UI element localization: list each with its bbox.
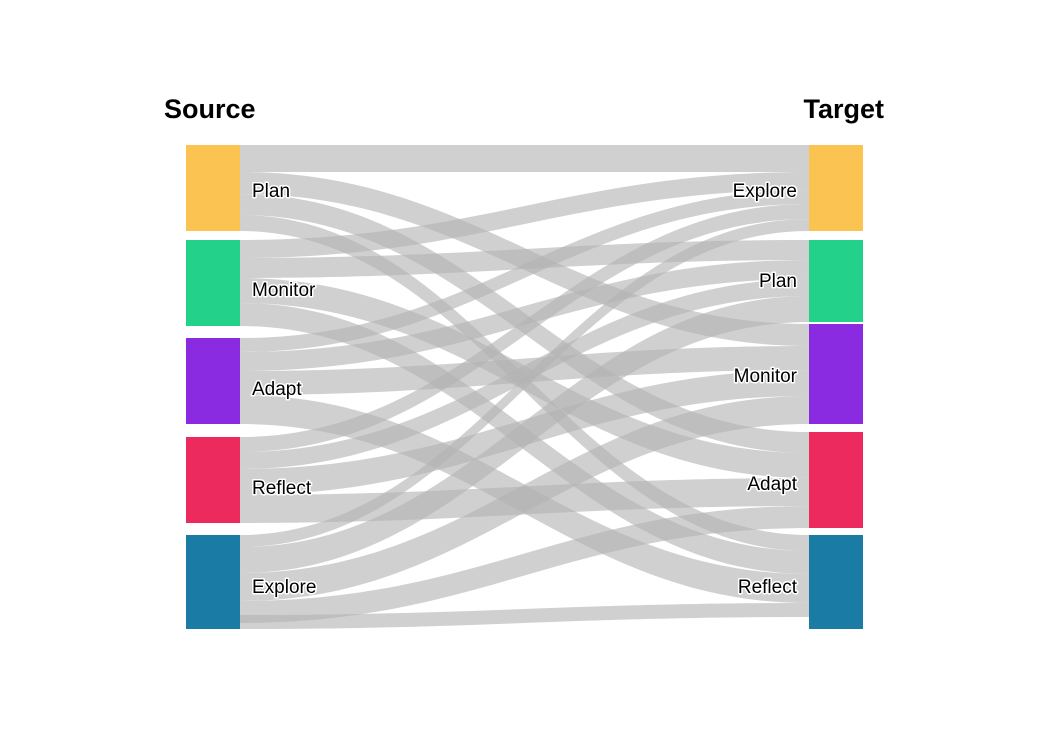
sankey-link-reflect-to-plan[interactable] bbox=[240, 279, 809, 469]
target-label-monitor: Monitor bbox=[734, 366, 798, 387]
sankey-link-adapt-to-explore[interactable] bbox=[240, 190, 809, 352]
sankey-links bbox=[240, 145, 809, 629]
target-node-explore[interactable] bbox=[809, 145, 863, 231]
sankey-link-explore-to-monitor[interactable] bbox=[240, 396, 809, 601]
source-label-reflect: Reflect bbox=[252, 478, 312, 499]
source-label-plan: Plan bbox=[252, 181, 290, 202]
target-node-adapt[interactable] bbox=[809, 432, 863, 528]
sankey-link-monitor-to-explore[interactable] bbox=[240, 172, 809, 258]
source-label-adapt: Adapt bbox=[252, 379, 302, 400]
sankey-link-adapt-to-plan[interactable] bbox=[240, 260, 809, 371]
target-node-monitor[interactable] bbox=[809, 324, 863, 424]
sankey-link-explore-to-reflect[interactable] bbox=[240, 603, 809, 629]
target-node-plan[interactable] bbox=[809, 240, 863, 322]
sankey-link-plan-to-explore[interactable] bbox=[240, 145, 809, 172]
source-node-monitor[interactable] bbox=[186, 240, 240, 326]
sankey-link-reflect-to-explore[interactable] bbox=[240, 204, 809, 452]
sankey-link-explore-to-adapt[interactable] bbox=[240, 506, 809, 623]
source-label-explore: Explore bbox=[252, 577, 316, 598]
source-label-monitor: Monitor bbox=[252, 280, 316, 301]
target-column-heading: Target bbox=[803, 94, 884, 124]
sankey-link-explore-to-explore[interactable] bbox=[240, 219, 809, 547]
source-nodes bbox=[186, 145, 240, 629]
target-label-reflect: Reflect bbox=[738, 577, 798, 598]
target-label-adapt: Adapt bbox=[747, 474, 797, 495]
target-label-explore: Explore bbox=[733, 181, 797, 202]
source-node-adapt[interactable] bbox=[186, 338, 240, 424]
target-node-reflect[interactable] bbox=[809, 535, 863, 629]
source-node-reflect[interactable] bbox=[186, 437, 240, 523]
sankey-link-explore-to-plan[interactable] bbox=[240, 296, 809, 573]
source-node-plan[interactable] bbox=[186, 145, 240, 231]
target-nodes bbox=[809, 145, 863, 629]
source-column-heading: Source bbox=[164, 94, 256, 124]
sankey-link-monitor-to-plan[interactable] bbox=[240, 240, 809, 278]
target-label-plan: Plan bbox=[759, 271, 797, 292]
source-node-explore[interactable] bbox=[186, 535, 240, 629]
